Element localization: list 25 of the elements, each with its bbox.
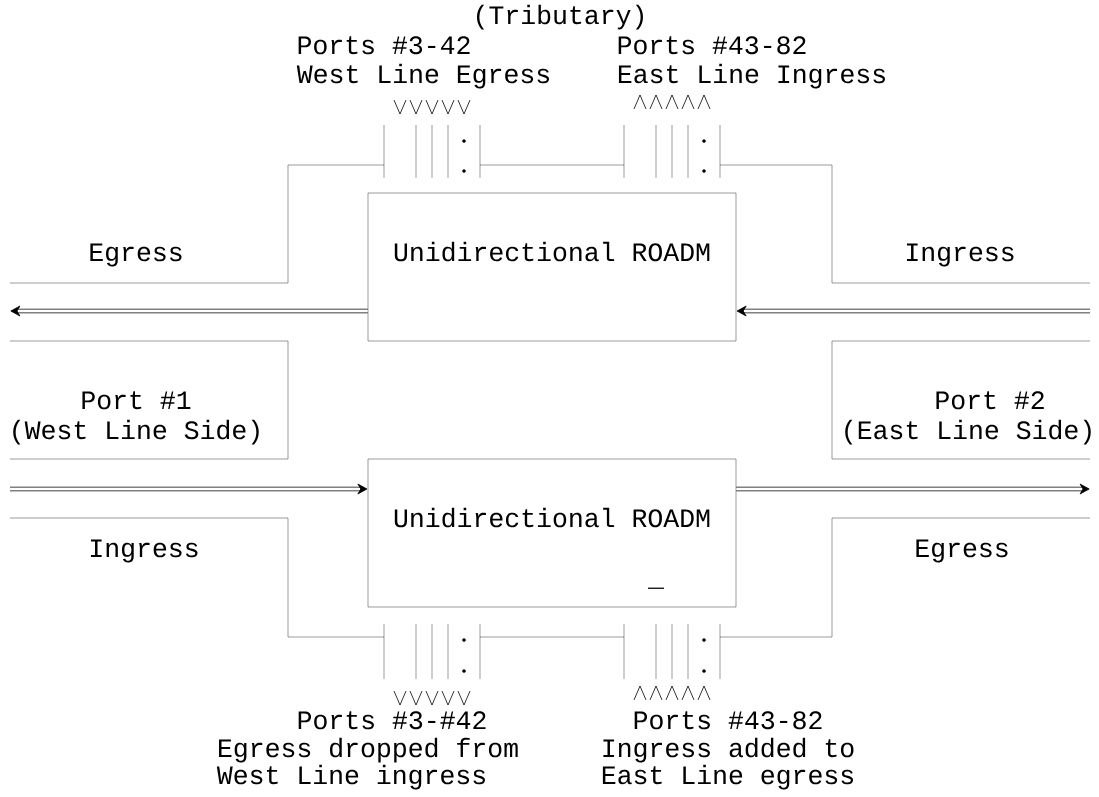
label-text: Ingress [90,539,198,563]
label-text: (West Line Side) [13,419,259,445]
label-text: Ports #3-42 [298,36,470,55]
label-text: Ingress added to [603,737,854,763]
label-text: Port #1 [82,391,191,410]
label-text: West Line Egress [296,63,549,89]
label-text: Ports #43-82 [618,36,806,55]
label-text: Port #2 [936,391,1044,410]
label-text: Ports #43-82 [634,711,822,730]
fiber-arrow [10,305,368,317]
label-text: East Line Ingress [618,63,885,89]
fiber-arrow [736,483,1090,495]
label-text: West Line ingress [216,764,485,790]
label-text: Egress dropped from [219,737,518,763]
label-text: (Tributary) [476,4,643,30]
label-text: Ports #3-#42 [298,711,486,730]
label-text: Egress [916,539,1008,563]
fiber-arrow [10,483,368,495]
label-text: (East Line Side) [845,419,1091,445]
label-text: Egress [90,243,182,267]
label-text: East Line egress [602,764,853,790]
fiber-arrow [736,305,1090,317]
roadm-box: Unidirectional ROADM [367,192,737,342]
label-text: Ingress [906,243,1014,267]
label-text: _ [648,587,664,589]
